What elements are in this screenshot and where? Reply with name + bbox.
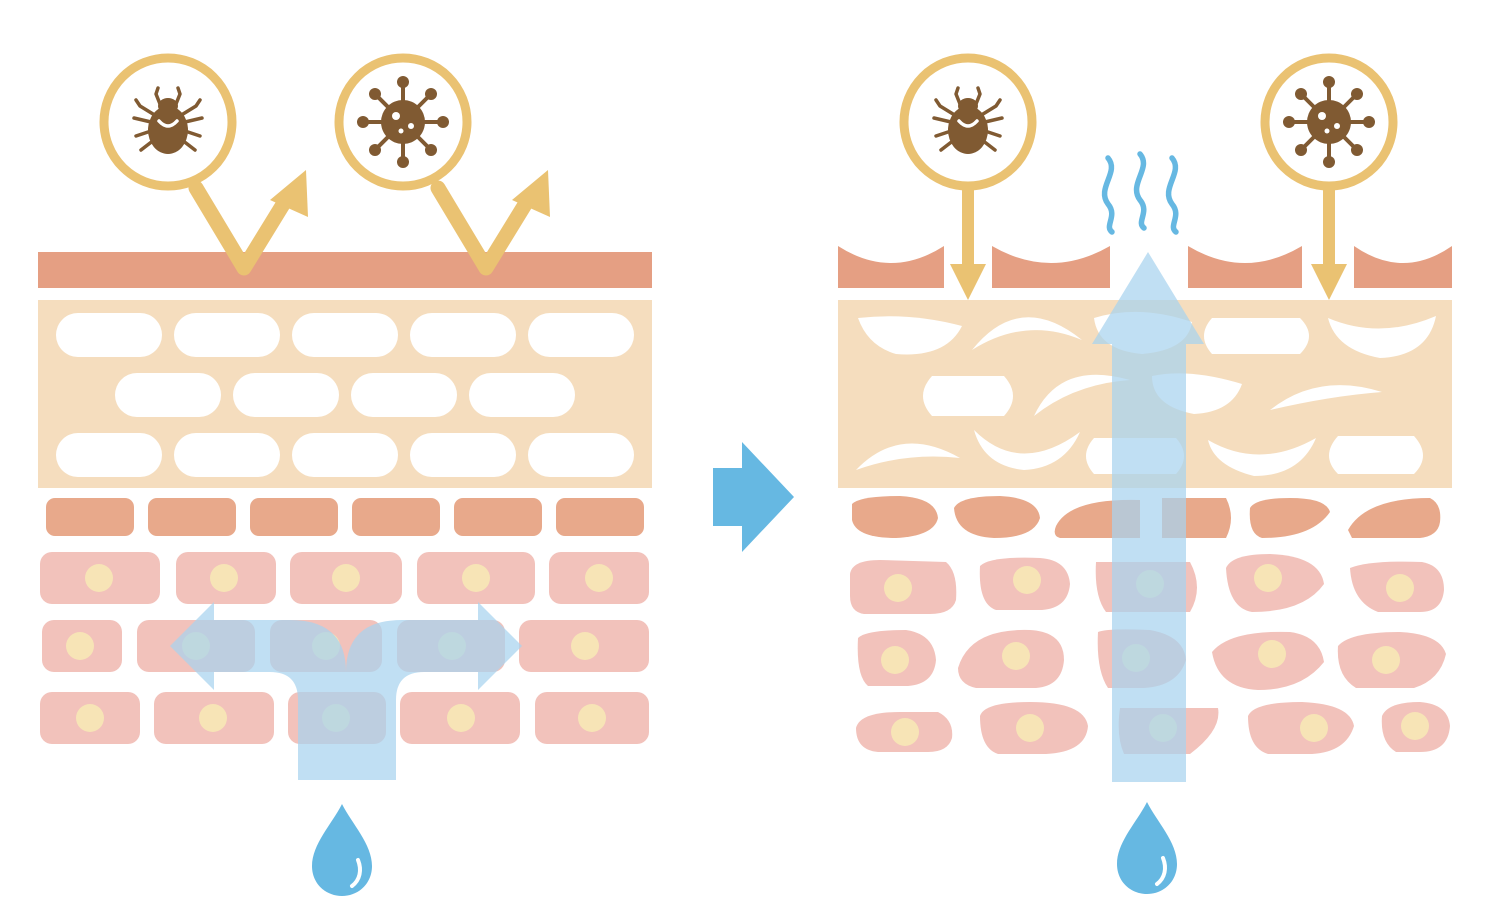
mite-allergen — [899, 53, 1037, 191]
penetrating-allergen-arrow — [950, 188, 986, 300]
virus-icon — [1281, 74, 1377, 170]
mite-allergen — [99, 53, 237, 191]
deflected-allergen-arrow — [430, 180, 537, 276]
damaged-water-drop — [1115, 800, 1179, 896]
virus-allergen — [334, 53, 472, 191]
deflected-arrowhead — [270, 170, 308, 217]
healthy-barrier-layer — [38, 252, 652, 288]
healthy-lipid-layer — [38, 300, 652, 488]
healthy-skin-panel — [38, 53, 652, 898]
deflected-arrowhead — [512, 170, 550, 217]
virus-allergen — [1260, 53, 1398, 191]
damaged-barrier-layer — [838, 246, 1452, 288]
evaporation-waves-icon — [1101, 151, 1179, 235]
right-arrow-icon — [713, 442, 794, 552]
virus-icon — [355, 74, 451, 170]
deflected-allergen-arrow — [188, 180, 295, 276]
moisture-retained-arrow — [170, 602, 522, 780]
healthy-cell-row — [46, 498, 644, 536]
healthy-water-drop — [310, 802, 374, 898]
moisture-escaping-arrow — [1092, 252, 1204, 782]
damaged-skin-panel — [838, 53, 1452, 896]
penetrating-allergen-arrow — [1311, 188, 1347, 300]
